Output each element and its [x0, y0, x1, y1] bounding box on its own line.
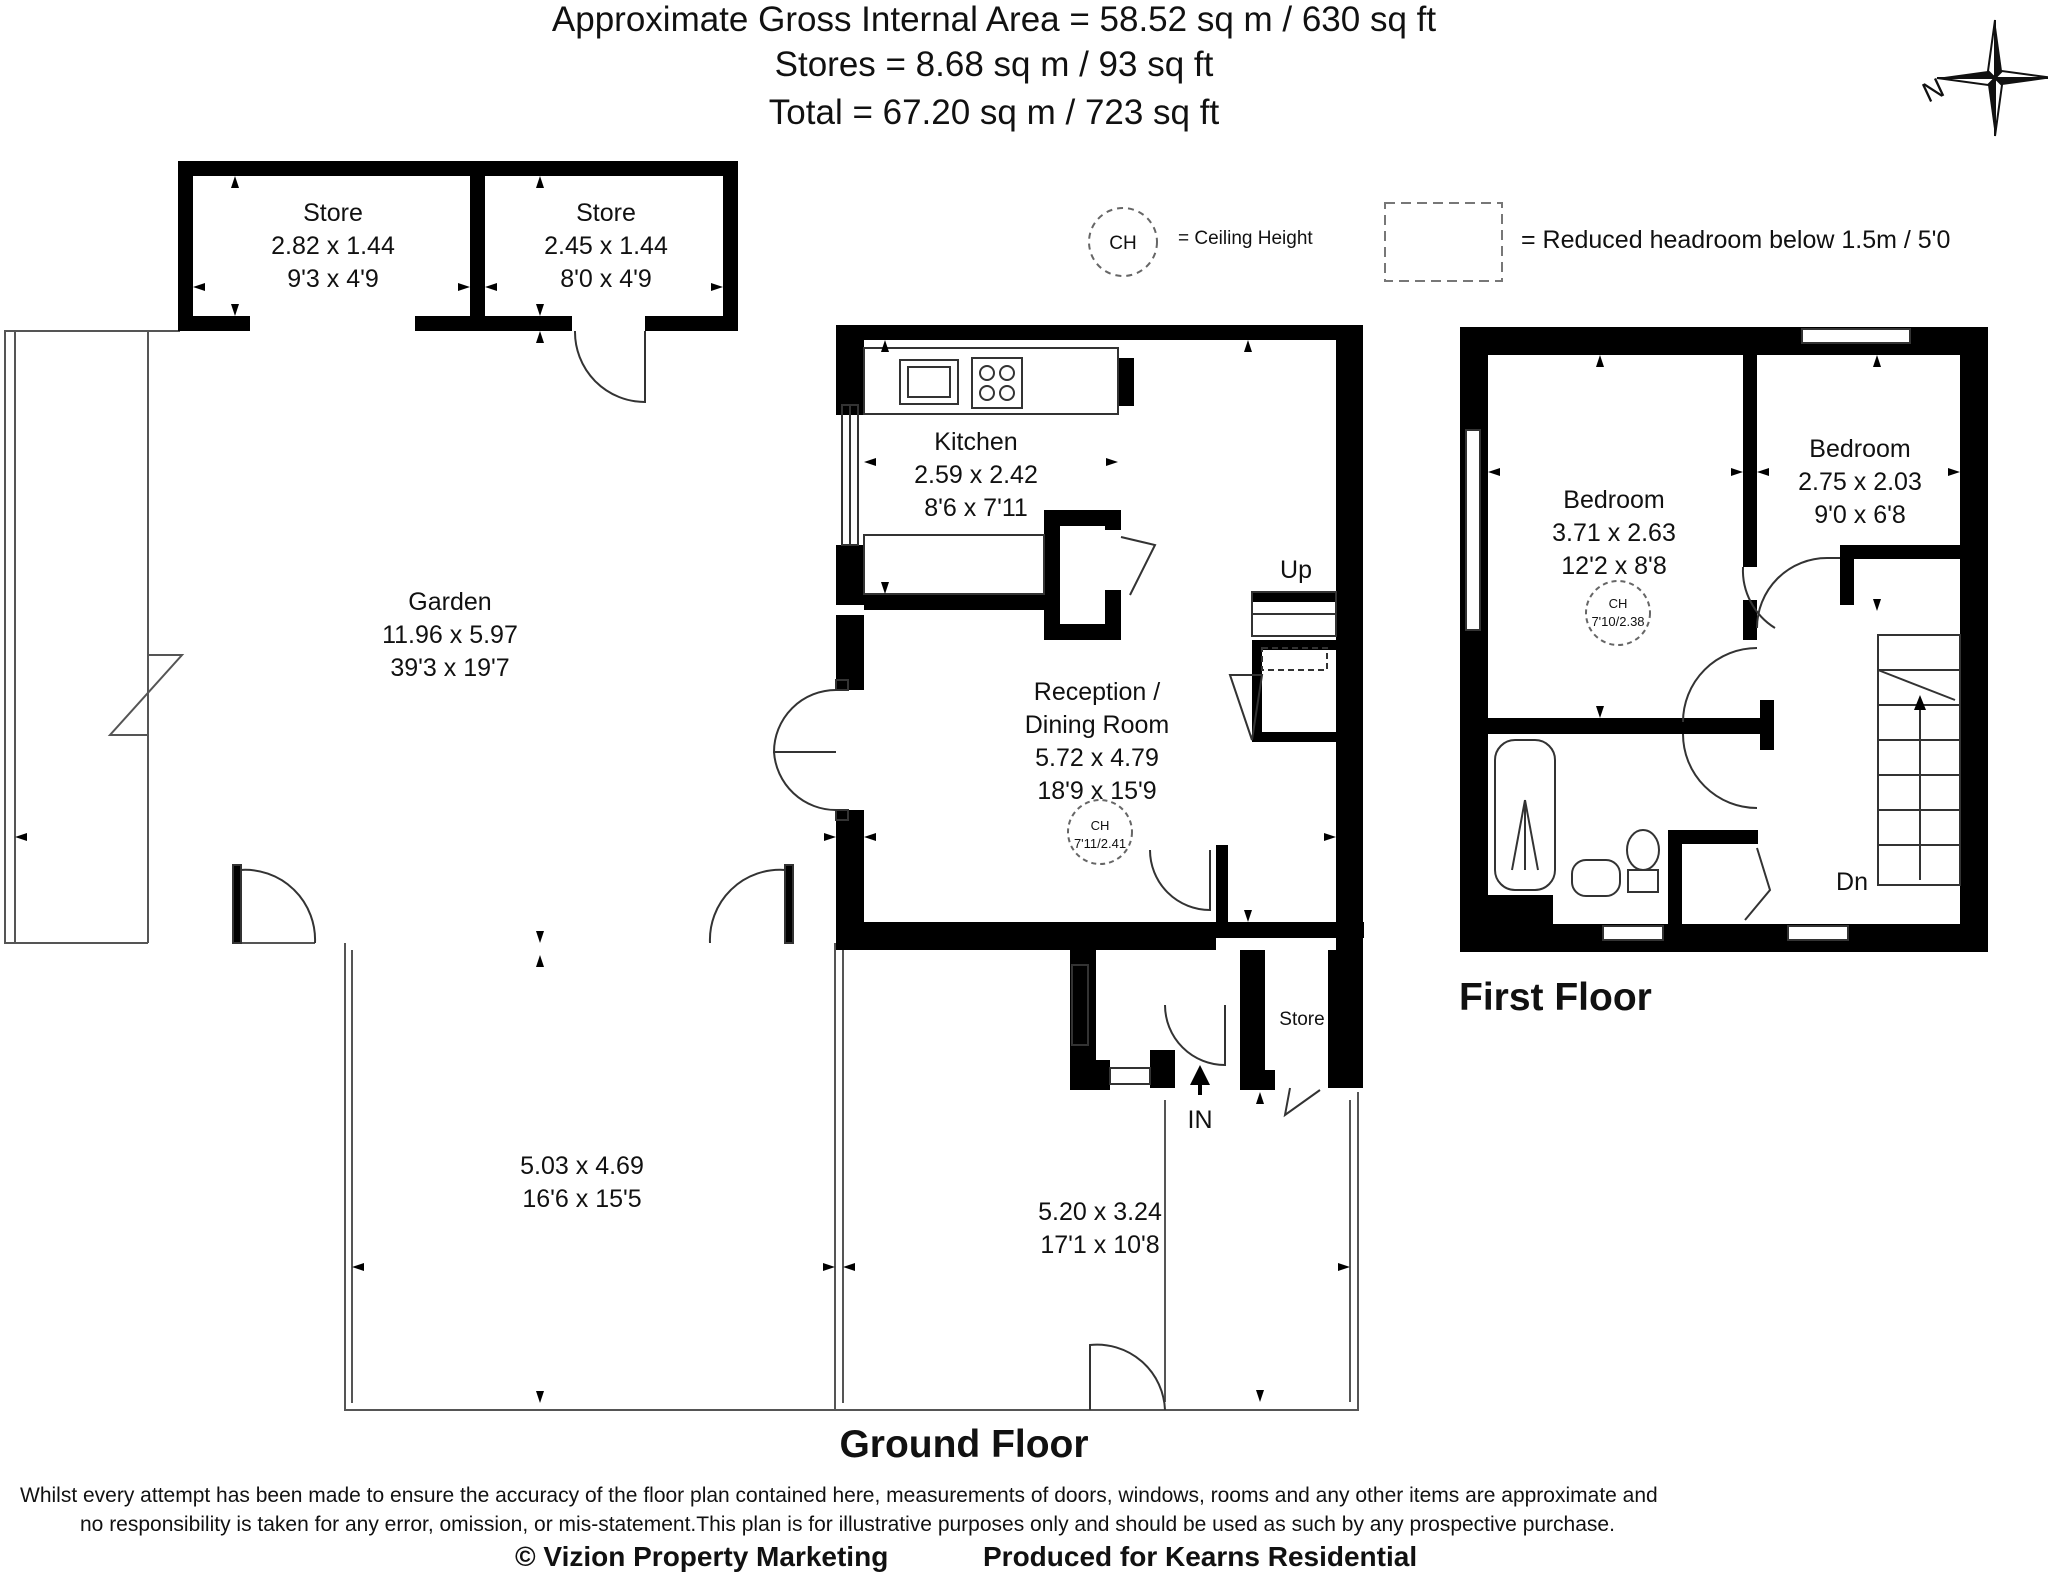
- front-right-imperial: 17'1 x 10'8: [1040, 1231, 1159, 1259]
- stores-area: Stores = 8.68 sq m / 93 sq ft: [775, 45, 1214, 84]
- bedroom2-name: Bedroom: [1809, 435, 1910, 463]
- reception-metric: 5.72 x 4.79: [1035, 744, 1159, 772]
- copyright-text: © Vizion Property Marketing: [515, 1541, 888, 1572]
- garden-imperial: 39'3 x 19'7: [390, 654, 509, 682]
- legend-ch-symbol: CH: [1109, 233, 1136, 254]
- compass-rose-icon: [1936, 19, 2048, 137]
- produced-for-text: Produced for Kearns Residential: [983, 1541, 1417, 1572]
- front-right-metric: 5.20 x 3.24: [1038, 1198, 1162, 1226]
- entrance-in-label: IN: [1188, 1106, 1213, 1134]
- bedroom2-imperial: 9'0 x 6'8: [1814, 501, 1906, 529]
- total-area: Total = 67.20 sq m / 723 sq ft: [769, 93, 1220, 132]
- store-right-metric: 2.45 x 1.44: [544, 232, 668, 260]
- ground-floor-title: Ground Floor: [839, 1423, 1088, 1466]
- kitchen-metric: 2.59 x 2.42: [914, 461, 1038, 489]
- store-left-imperial: 9'3 x 4'9: [287, 265, 379, 293]
- garden-name: Garden: [408, 588, 491, 616]
- store-left-metric: 2.82 x 1.44: [271, 232, 395, 260]
- store-right-name: Store: [576, 199, 636, 227]
- kitchen-name: Kitchen: [934, 428, 1017, 456]
- first-floor-plan: Bedroom 3.71 x 2.63 12'2 x 8'8 CH 7'10/2…: [1459, 327, 1988, 1019]
- bedroom1-ch-value: 7'10/2.38: [1591, 614, 1644, 629]
- garden-metric: 11.96 x 5.97: [382, 621, 518, 649]
- ceiling-height-legend-symbol: [1088, 207, 1158, 277]
- kitchen-imperial: 8'6 x 7'11: [924, 494, 1028, 522]
- front-left-imperial: 16'6 x 15'5: [522, 1185, 641, 1213]
- bedroom1-ch-label: CH: [1609, 596, 1628, 611]
- reception-ch-value: 7'11/2.41: [1074, 836, 1126, 851]
- ground-floor-plan: Store 2.82 x 1.44 9'3 x 4'9 Store 2.45 x…: [4, 161, 1364, 1466]
- stairs-up-label: Up: [1280, 556, 1312, 584]
- legend-reduced-headroom-text: = Reduced headroom below 1.5m / 5'0: [1521, 226, 1950, 254]
- small-store-label: Store: [1279, 1009, 1324, 1030]
- bedroom2-metric: 2.75 x 2.03: [1798, 468, 1922, 496]
- store-left-name: Store: [303, 199, 363, 227]
- first-floor-title: First Floor: [1459, 976, 1652, 1019]
- reception-ch-label: CH: [1091, 818, 1110, 833]
- reception-name-line1: Reception /: [1034, 678, 1161, 706]
- bedroom1-ceiling-height-marker: [1585, 580, 1651, 646]
- front-left-metric: 5.03 x 4.69: [520, 1152, 644, 1180]
- disclaimer-line2: no responsibility is taken for any error…: [80, 1513, 1615, 1536]
- store-right-imperial: 8'0 x 4'9: [560, 265, 652, 293]
- reception-name-line2: Dining Room: [1025, 711, 1170, 739]
- stairs-down-label: Dn: [1836, 868, 1868, 896]
- bedroom1-imperial: 12'2 x 8'8: [1561, 552, 1666, 580]
- bedroom1-metric: 3.71 x 2.63: [1552, 519, 1676, 547]
- disclaimer-line1: Whilst every attempt has been made to en…: [20, 1484, 1658, 1507]
- reception-ceiling-height-marker: [1067, 799, 1133, 865]
- legend-ceiling-height-text: = Ceiling Height: [1178, 228, 1313, 249]
- reduced-headroom-legend-symbol: [1384, 202, 1503, 282]
- gross-internal-area: Approximate Gross Internal Area = 58.52 …: [552, 0, 1436, 39]
- bedroom1-name: Bedroom: [1563, 486, 1664, 514]
